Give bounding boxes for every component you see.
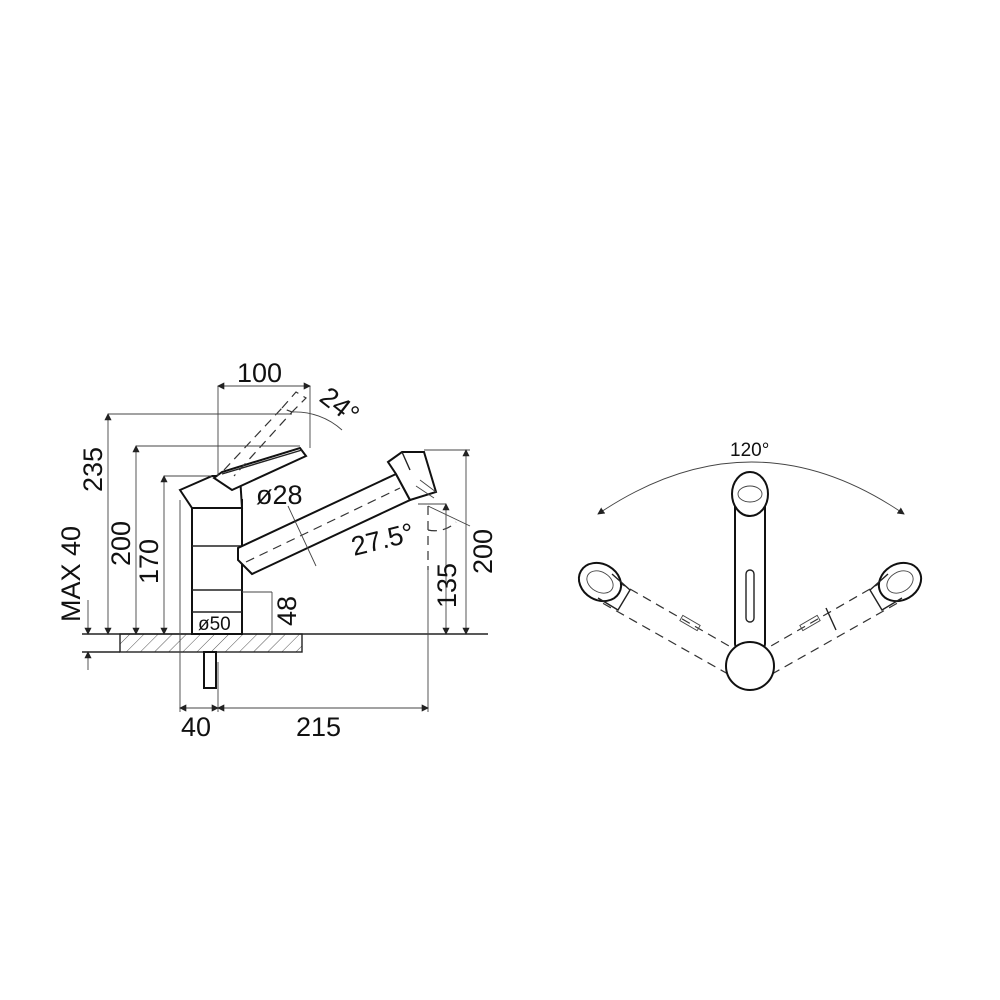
dim-spout-diameter: ø28	[256, 480, 303, 510]
spout-center-position	[731, 471, 769, 649]
dim-base-diameter: ø50	[198, 614, 231, 635]
base-circle	[725, 641, 775, 691]
dim-bottom-40: 40	[181, 712, 211, 742]
dim-base-48: 48	[272, 596, 302, 626]
dim-height-235: 235	[78, 447, 108, 492]
spout-right-position	[763, 561, 923, 675]
countertop	[119, 633, 303, 653]
dim-max-40: MAX 40	[56, 526, 86, 622]
dim-top-width: 100	[237, 358, 282, 388]
spout	[237, 451, 438, 576]
dim-height-200-right: 200	[468, 529, 498, 574]
swivel-arc	[597, 461, 905, 515]
lever	[212, 391, 308, 492]
dim-height-200-left: 200	[106, 521, 136, 566]
swivel-angle: 120°	[730, 440, 769, 461]
side-view: 100 24° 235 200 170 MAX 40 ø28 27.5° 135…	[56, 358, 498, 742]
top-view: 120°	[577, 440, 923, 691]
dim-height-170: 170	[134, 539, 164, 584]
faucet-body	[178, 475, 244, 635]
dim-height-135: 135	[432, 563, 462, 608]
spout-left-position	[577, 561, 737, 675]
dim-bottom-215: 215	[296, 712, 341, 742]
dim-lever-angle: 24°	[314, 381, 365, 430]
mounting-stud	[203, 651, 217, 689]
